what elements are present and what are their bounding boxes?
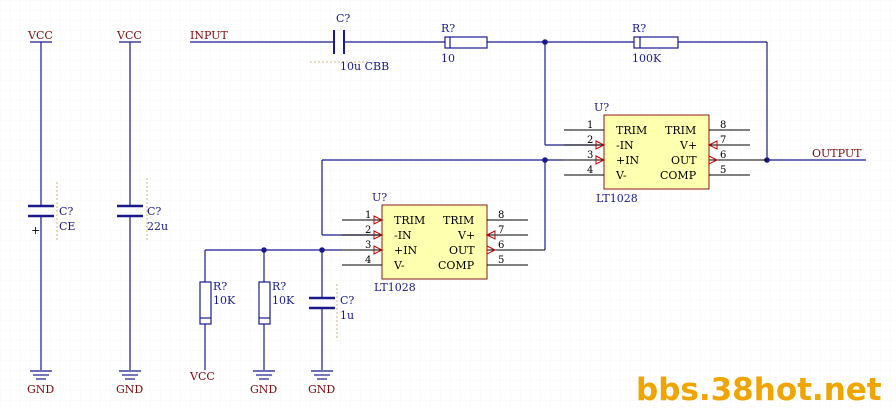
c3-value: 1u (340, 309, 354, 322)
u2-part: LT1028 (374, 281, 416, 294)
interstage-wiring (321, 157, 564, 250)
c2-ref: C? (147, 205, 161, 218)
opamp-u2: U? LT1028 1 2 3 4 TRIM -IN +IN V- 8 7 6 … (342, 191, 545, 294)
u1-pin4-name: V- (615, 169, 627, 182)
u1-pin1-name: TRIM (616, 124, 647, 137)
u1-pin7-num: 7 (720, 135, 726, 146)
rfb-ref: R? (632, 22, 646, 35)
u1-pin6-num: 6 (720, 150, 726, 161)
rin-ref: R? (441, 22, 455, 35)
input-network: INPUT C? 10u CBB R? 10 R? 100K OUTPUT (190, 12, 866, 163)
c3-ref: C? (340, 294, 354, 307)
u2-pin4-num: 4 (365, 255, 371, 266)
input-net-label: INPUT (190, 29, 228, 42)
gnd-label: GND (250, 383, 277, 396)
vcc-label: VCC (189, 370, 215, 383)
r1-ref: R? (213, 280, 227, 293)
u2-pin2-num: 2 (365, 225, 371, 236)
u2-pin7-name: V+ (457, 229, 475, 242)
output-net-label: OUTPUT (812, 147, 862, 160)
u1-pin5-name: COMP (660, 169, 697, 182)
u2-pin8-name: TRIM (443, 214, 474, 227)
u2-pin5-num: 5 (498, 255, 504, 266)
u2-pin2-name: -IN (394, 229, 412, 242)
r2-value: 10K (272, 294, 295, 307)
c2-value: 22u (147, 220, 168, 233)
u1-pin2-num: 2 (587, 135, 593, 146)
u2-pin6-num: 6 (498, 240, 504, 251)
u2-ref: U? (372, 191, 387, 204)
u2-pin1-num: 1 (365, 210, 371, 221)
u2-pin3-num: 3 (365, 240, 371, 251)
cin-ref: C? (336, 12, 350, 25)
u1-pin3-num: 3 (587, 150, 593, 161)
u2-pin8-num: 8 (498, 210, 504, 221)
r1-value: 10K (213, 294, 236, 307)
u2-pin5-name: COMP (438, 259, 475, 272)
u2-pin7-num: 7 (498, 225, 504, 236)
u1-pin8-num: 8 (720, 120, 726, 131)
vcc-label: VCC (27, 29, 53, 42)
cin-value: 10u CBB (340, 60, 389, 73)
u1-pin4-num: 4 (587, 165, 593, 176)
u1-part: LT1028 (596, 192, 638, 205)
polarity-mark: + (31, 224, 40, 237)
u1-ref: U? (594, 101, 609, 114)
u1-pin2-name: -IN (616, 139, 634, 152)
u1-pin6-name: OUT (671, 154, 697, 167)
watermark: bbs.38hot.net (636, 372, 882, 408)
u2-pin6-name: OUT (449, 244, 475, 257)
vcc-label: VCC (116, 29, 142, 42)
decoupling-cap-c2: VCC C? 22u GND (116, 29, 168, 396)
gnd-label: GND (116, 383, 143, 396)
opamp-u1: U? LT1028 1 2 3 4 TRIM -IN +IN V- 8 7 6 … (564, 101, 767, 205)
c1-ref: C? (59, 205, 73, 218)
rin-value: 10 (441, 52, 455, 65)
gnd-label: GND (308, 383, 335, 396)
u1-pin7-name: V+ (679, 139, 697, 152)
c1-value: CE (59, 220, 75, 233)
u2-pin1-name: TRIM (394, 214, 425, 227)
r2-ref: R? (272, 280, 286, 293)
bias-network: R? 10K VCC R? 10K GND C? 1u GND (189, 247, 354, 396)
u1-pin8-name: TRIM (665, 124, 696, 137)
rfb-value: 100K (632, 52, 662, 65)
u2-pin3-name: +IN (394, 244, 418, 257)
u1-pin1-num: 1 (587, 120, 593, 131)
u1-pin3-name: +IN (616, 154, 640, 167)
gnd-label: GND (27, 383, 54, 396)
u1-pin5-num: 5 (720, 165, 726, 176)
u2-pin4-name: V- (393, 259, 405, 272)
decoupling-cap-c1: VCC + C? CE GND (27, 29, 75, 396)
